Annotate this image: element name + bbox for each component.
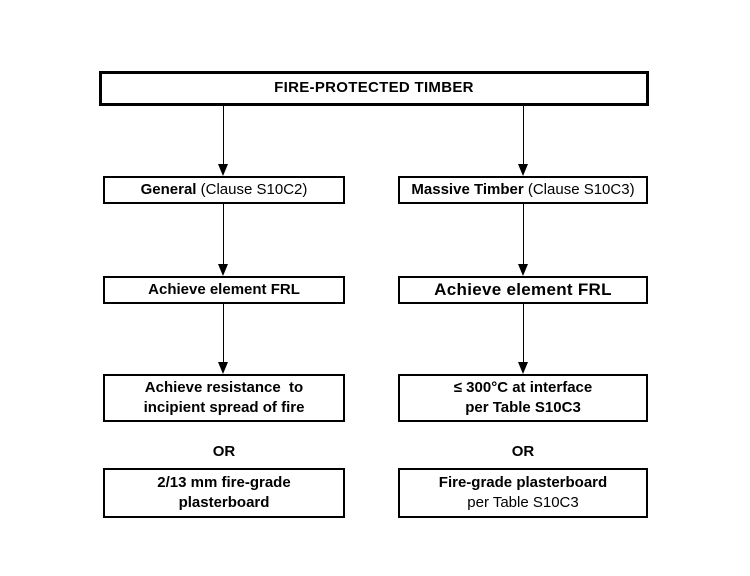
- general-clause-text: General (Clause S10C2): [141, 180, 308, 200]
- general-frl-text: Achieve element FRL: [148, 280, 300, 298]
- arrow-general-to-frl: [217, 204, 229, 276]
- massive-timber-clause-text: Massive Timber (Clause S10C3): [411, 180, 634, 200]
- arrow-massive-to-frl: [517, 204, 529, 276]
- arrow-root-to-general: [217, 106, 229, 176]
- massive-timber-clause-box: Massive Timber (Clause S10C3): [398, 176, 648, 204]
- general-clause-box: General (Clause S10C2): [103, 176, 345, 204]
- plasterboard-right-line1: Fire-grade plasterboard: [438, 473, 608, 491]
- arrow-down-icon: [218, 164, 228, 176]
- massive-frl-text: Achieve element FRL: [434, 279, 612, 299]
- arrow-frl-to-incipient-spread: [217, 304, 229, 374]
- arrow-shaft: [522, 304, 524, 364]
- arrow-down-icon: [218, 362, 228, 374]
- massive-frl-box: Achieve element FRL: [398, 276, 648, 304]
- arrow-root-to-massive-timber: [517, 106, 529, 176]
- general-frl-box: Achieve element FRL: [103, 276, 345, 304]
- arrow-shaft: [222, 106, 224, 166]
- arrow-shaft: [522, 106, 524, 166]
- fire-grade-plasterboard-box-left: 2/13 mm fire-grade plasterboard: [103, 468, 345, 518]
- general-clause-bold: General: [140, 180, 197, 198]
- interface-temp-line1: ≤ 300°C at interface: [453, 378, 593, 396]
- massive-timber-clause-rest: (Clause S10C3): [523, 180, 635, 198]
- interface-temp-line2: per Table S10C3: [465, 399, 581, 416]
- incipient-spread-line2: incipient spread of fire: [143, 399, 305, 416]
- arrow-down-icon: [518, 362, 528, 374]
- root-box-fire-protected-timber: FIRE-PROTECTED TIMBER: [99, 71, 649, 106]
- arrow-frl-to-interface-temp: [517, 304, 529, 374]
- fire-grade-plasterboard-box-right: Fire-grade plasterboard per Table S10C3: [398, 468, 648, 518]
- arrow-shaft: [222, 304, 224, 364]
- plasterboard-left-line1: 2/13 mm fire-grade: [157, 473, 291, 491]
- plasterboard-right-line2: per Table S10C3: [467, 494, 579, 511]
- interface-temp-box: ≤ 300°C at interface per Table S10C3: [398, 374, 648, 422]
- arrow-down-icon: [518, 164, 528, 176]
- general-clause-rest: (Clause S10C2): [196, 180, 308, 198]
- incipient-spread-line1: Achieve resistance to: [144, 378, 304, 396]
- arrow-shaft: [222, 204, 224, 266]
- arrow-shaft: [522, 204, 524, 266]
- incipient-spread-box: Achieve resistance to incipient spread o…: [103, 374, 345, 422]
- massive-timber-clause-bold: Massive Timber: [411, 180, 524, 198]
- plasterboard-left-line2: plasterboard: [178, 494, 270, 511]
- root-box-title: FIRE-PROTECTED TIMBER: [274, 79, 474, 97]
- arrow-down-icon: [518, 264, 528, 276]
- or-label-right: OR: [511, 442, 535, 460]
- or-label-left: OR: [212, 442, 236, 460]
- arrow-down-icon: [218, 264, 228, 276]
